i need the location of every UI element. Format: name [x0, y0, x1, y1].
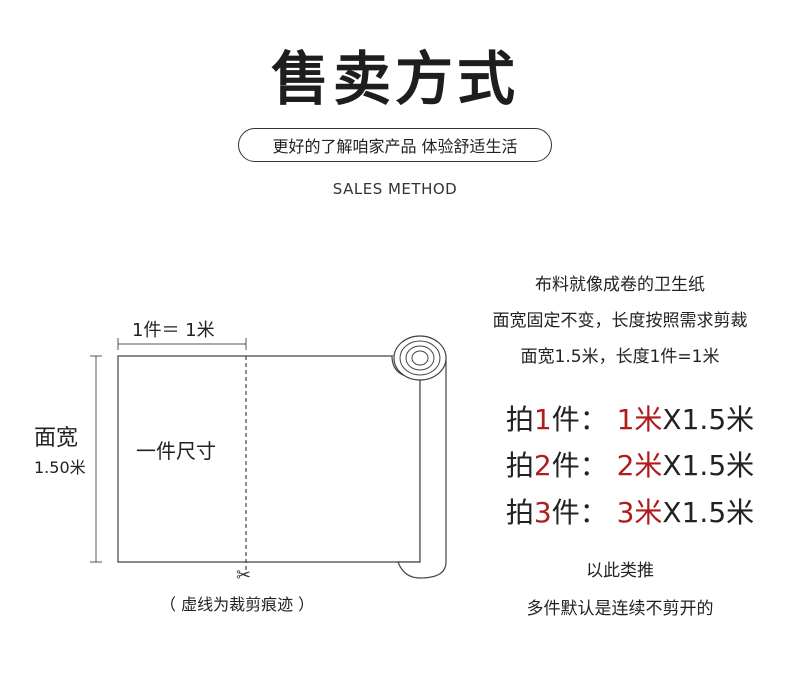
- page-subtitle: SALES METHOD: [332, 180, 458, 198]
- info-line-2: 面宽固定不变，长度按照需求剪裁: [492, 311, 748, 331]
- tagline-text: 更好的了解咱家产品 体验舒适生活: [272, 137, 518, 156]
- scissors-icon: ✂: [236, 565, 252, 586]
- page-title: 售卖方式: [270, 45, 519, 113]
- order-row-1: 拍1件： 1米X1.5米: [505, 403, 755, 436]
- width-value: 1.50米: [34, 458, 86, 477]
- tagline-pill: 更好的了解咱家产品 体验舒适生活: [238, 128, 552, 162]
- info-line-3: 面宽1.5米，长度1件=1米: [520, 347, 720, 367]
- cut-note: （ 虚线为裁剪痕迹 ）: [160, 595, 315, 614]
- piece-size-label: 一件尺寸: [136, 439, 216, 463]
- etc-text: 以此类推: [586, 561, 654, 581]
- unit-label: 1件＝ 1米: [132, 320, 215, 341]
- continuous-note: 多件默认是连续不剪开的: [526, 599, 714, 619]
- width-label: 面宽: [34, 426, 79, 451]
- info-line-1: 布料就像成卷的卫生纸: [535, 275, 705, 295]
- fabric-roll-diagram: [90, 335, 447, 579]
- order-row-2: 拍2件： 2米X1.5米: [505, 449, 755, 482]
- order-row-3: 拍3件： 3米X1.5米: [505, 496, 755, 529]
